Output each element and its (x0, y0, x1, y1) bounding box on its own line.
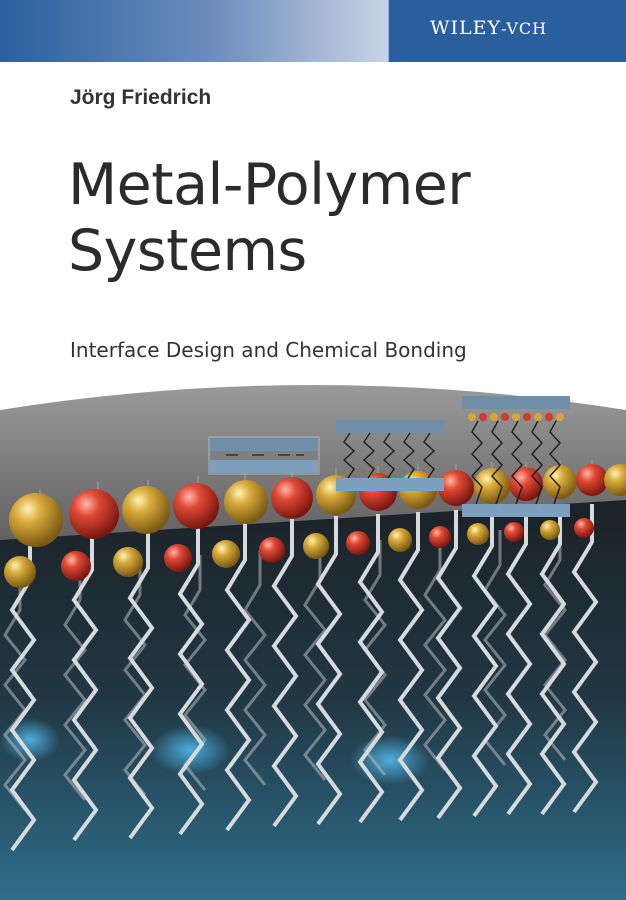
interface-diagram-1 (208, 436, 320, 475)
title-line-2: Systems (68, 218, 307, 284)
publisher-name: WILEY (430, 17, 502, 39)
book-title: Metal-Polymer Systems (68, 152, 608, 284)
interface-diagram-3 (462, 396, 570, 517)
author-name: Jörg Friedrich (70, 86, 212, 109)
publisher-logo: WILEY-VCH (430, 17, 580, 39)
interface-diagram-2 (336, 420, 444, 491)
title-line-1: Metal-Polymer (68, 152, 471, 218)
book-subtitle: Interface Design and Chemical Bonding (70, 338, 467, 362)
cover-illustration (0, 385, 626, 900)
publisher-suffix: -VCH (501, 19, 548, 38)
publisher-banner: WILEY-VCH (0, 0, 626, 62)
